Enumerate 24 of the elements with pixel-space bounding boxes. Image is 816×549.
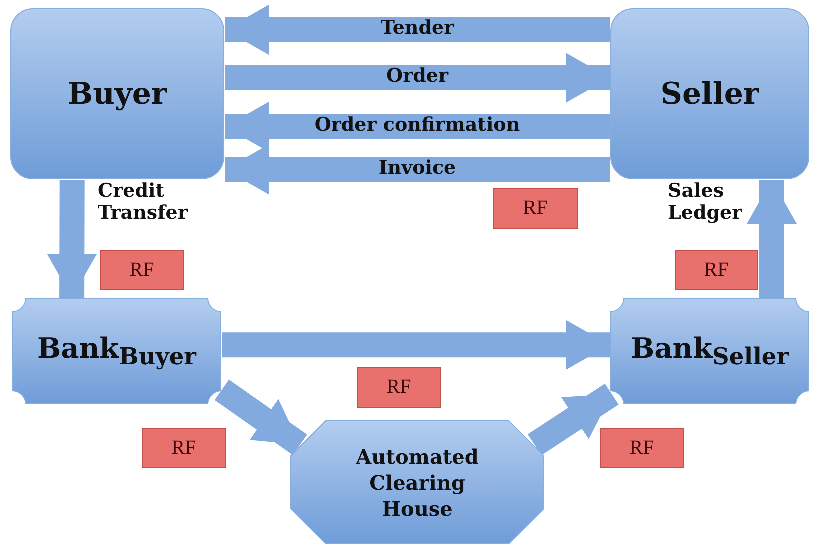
block-arrow bbox=[225, 53, 610, 103]
block-arrow bbox=[47, 180, 98, 298]
edge-label: Order bbox=[386, 66, 448, 88]
node-label: Bank$_{Buyer}$ bbox=[38, 332, 196, 371]
edge-label: Tender bbox=[380, 18, 454, 40]
block-arrow bbox=[528, 384, 619, 456]
node-label: Seller bbox=[660, 76, 760, 112]
node-label: RF bbox=[704, 258, 729, 282]
node-label: RF bbox=[172, 436, 196, 460]
node-label: RF bbox=[523, 197, 548, 220]
edge-label: Invoice bbox=[378, 158, 456, 180]
block-arrow bbox=[747, 180, 797, 298]
node-label: RF bbox=[386, 376, 412, 399]
edge-label: Credit Transfer bbox=[98, 181, 190, 225]
node-label: Buyer bbox=[68, 76, 168, 112]
node-label: Automated Clearing House bbox=[355, 444, 480, 522]
block-arrow bbox=[214, 380, 308, 456]
edge-label: Sales Ledger bbox=[668, 181, 744, 225]
block-arrow bbox=[225, 5, 610, 56]
edge-label: Order confirmation bbox=[314, 115, 520, 137]
node-label: RF bbox=[630, 436, 654, 460]
node-label: Bank$_{Seller}$ bbox=[630, 332, 790, 371]
node-label: RF bbox=[130, 258, 154, 282]
block-arrow bbox=[222, 320, 610, 370]
